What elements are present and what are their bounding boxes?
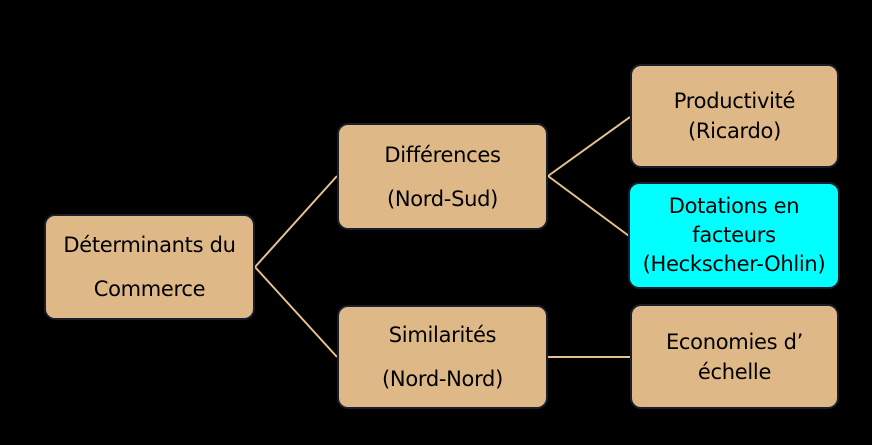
node-dotations-en-facteurs-heckscher-ohlin: Dotations en facteurs (Heckscher-Ohlin) [628, 182, 840, 289]
node-text-line: Commerce [93, 277, 206, 301]
node-differences-nord-sud: Différences (Nord-Sud) [337, 123, 548, 230]
node-text-line: Dotations en [668, 194, 800, 218]
node-text-line: Economies d’ [665, 329, 804, 354]
node-similarites-nord-nord: Similarités (Nord-Nord) [337, 305, 548, 409]
node-text-line: facteurs [692, 223, 776, 247]
node-determinants-du-commerce: Déterminants du Commerce [44, 214, 255, 320]
edge-root-to-similarites [254, 266, 338, 358]
node-text-line: Similarités [388, 323, 497, 347]
node-productivite-ricardo: Productivité (Ricardo) [630, 64, 839, 168]
node-text-line: échelle [697, 359, 772, 384]
node-text-line: (Nord-Sud) [386, 186, 499, 211]
edge-differences-to-productivite [547, 116, 631, 177]
node-text-line: (Ricardo) [688, 119, 781, 143]
edge-differences-to-dotations [547, 175, 630, 237]
node-economies-d-echelle: Economies d’ échelle [630, 304, 839, 409]
node-text-line: (Nord-Nord) [382, 367, 503, 391]
node-text-line: Différences [384, 142, 501, 167]
node-text-line: Déterminants du [63, 233, 236, 257]
node-text-line: Productivité [673, 89, 796, 113]
node-text-line: (Heckscher-Ohlin) [642, 252, 826, 276]
edge-root-to-differences [254, 175, 338, 268]
